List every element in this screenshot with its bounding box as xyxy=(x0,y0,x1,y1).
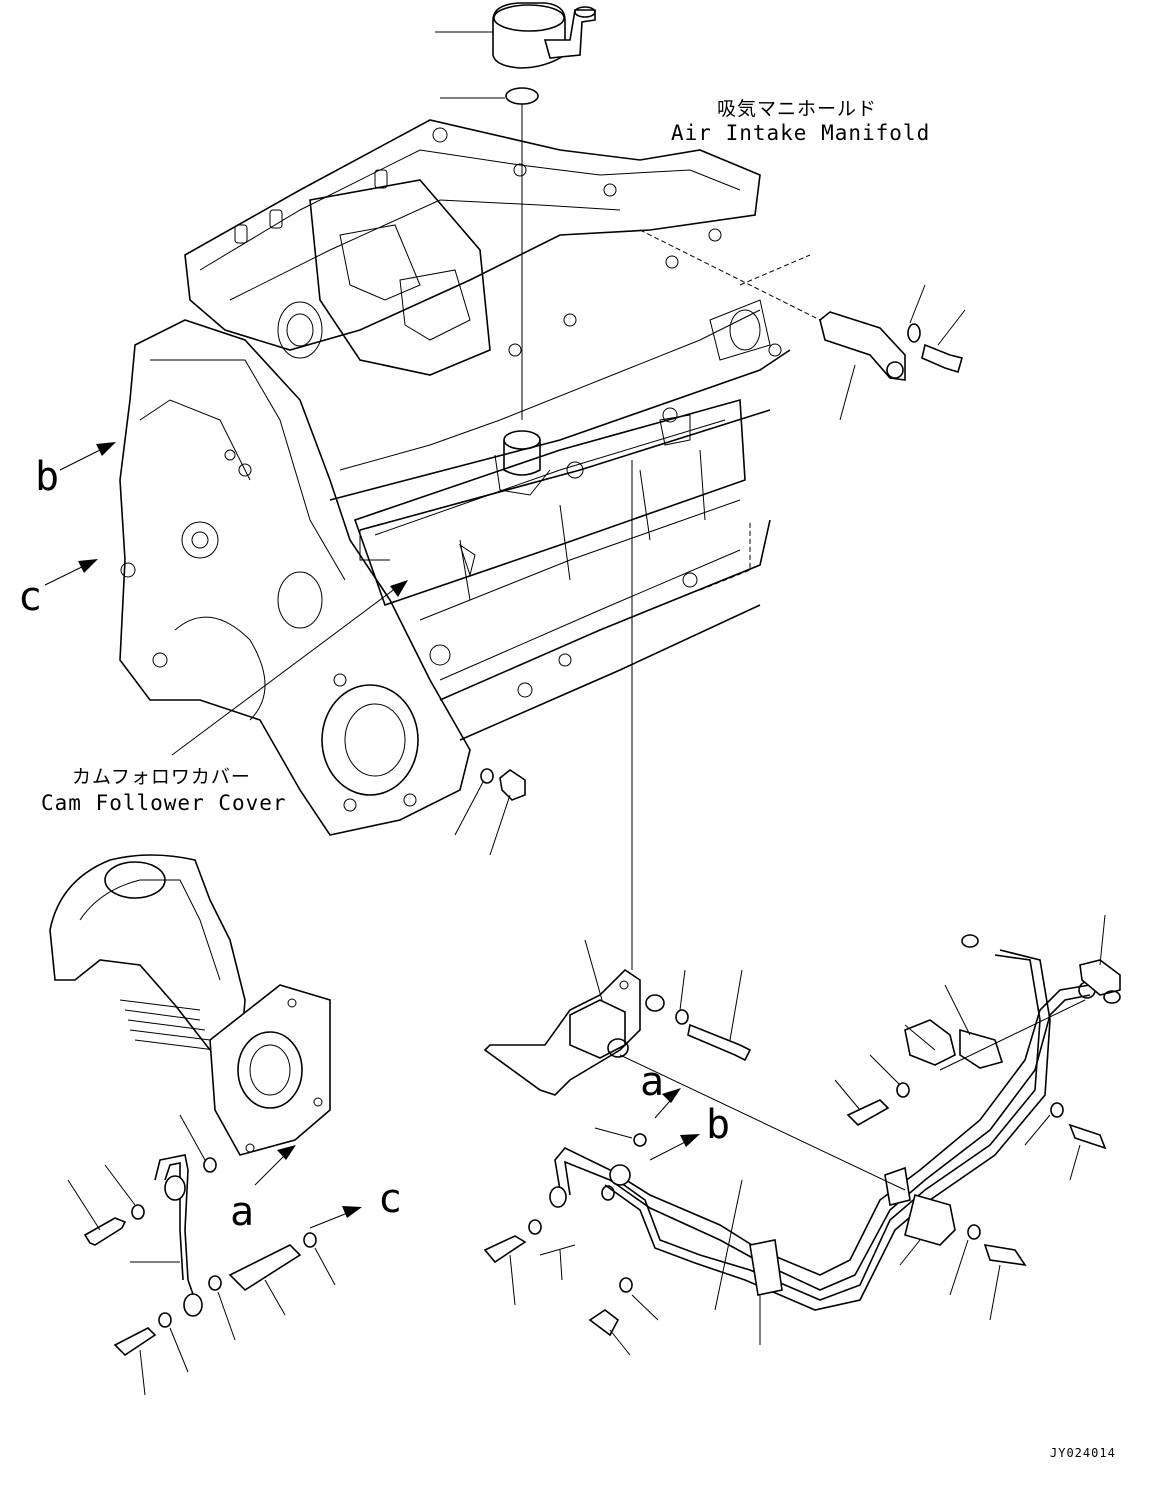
cam-follower-cover-label-jp: カムフォロワカバー xyxy=(72,766,251,788)
ref-a-lower: a xyxy=(230,1189,254,1235)
oil-return-pipes xyxy=(483,934,1121,1337)
cover-bolt xyxy=(480,768,526,801)
leader-lines xyxy=(67,31,1106,1396)
reference-arrows xyxy=(44,442,700,1229)
oil-filler-cap xyxy=(492,2,596,69)
ref-c-left: c xyxy=(18,574,42,620)
turbo-oil-pipe xyxy=(49,854,331,1156)
o-ring xyxy=(505,87,539,105)
drawing-code: JY024014 xyxy=(1050,1446,1116,1460)
ref-a-right: a xyxy=(640,1059,664,1105)
ref-b-left: b xyxy=(35,454,59,500)
air-intake-manifold-label-en: Air Intake Manifold xyxy=(671,121,930,145)
ref-c-lower: c xyxy=(378,1176,402,1222)
cam-follower-cover-label-en: Cam Follower Cover xyxy=(41,791,287,815)
support-bracket xyxy=(483,968,752,1096)
engine-block xyxy=(119,119,791,836)
air-intake-manifold-label-jp: 吸気マニホールド xyxy=(717,98,877,120)
ref-b-right: b xyxy=(706,1102,730,1148)
oil-feed-pipe xyxy=(154,1154,203,1317)
manifold-bracket xyxy=(819,311,963,381)
